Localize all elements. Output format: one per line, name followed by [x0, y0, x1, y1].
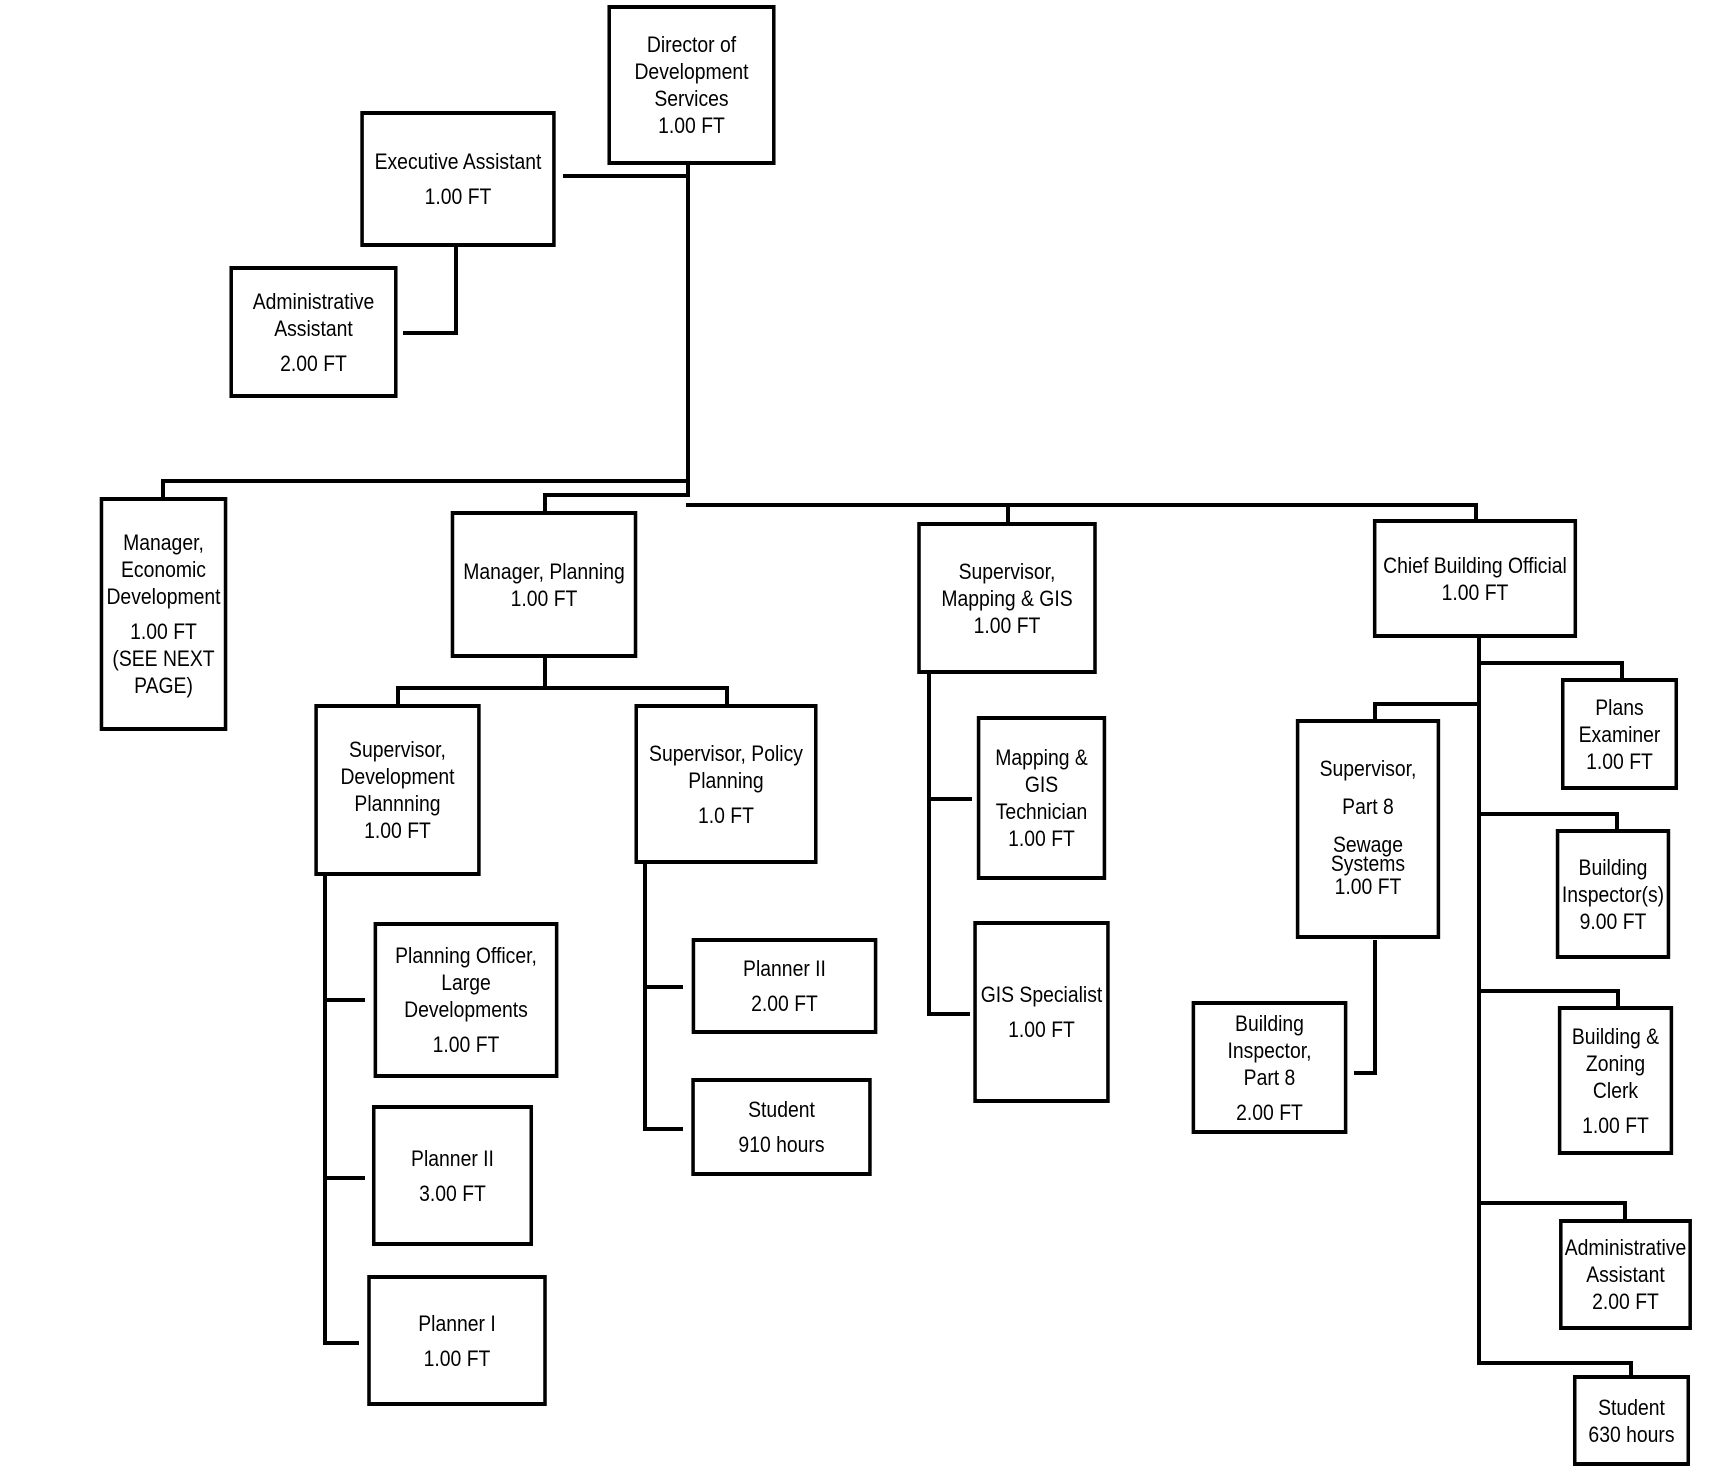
- box-title: Supervisor, Part 8 Sewage Systems: [1319, 755, 1417, 876]
- org-box-student-building: Student 630 hours: [1572, 1375, 1691, 1466]
- box-title: Building Inspector, Part 8: [1227, 1010, 1312, 1090]
- box-title: Supervisor, Mapping & GIS: [941, 558, 1073, 611]
- box-title: Student: [1598, 1394, 1665, 1420]
- box-fte: 1.00 FT: [1008, 826, 1075, 851]
- box-fte: 1.00 FT: [432, 1032, 500, 1057]
- box-title: Supervisor, Development Plannning: [340, 737, 455, 816]
- box-title: GIS Specialist: [980, 982, 1103, 1007]
- box-title: Chief Building Official: [1383, 552, 1567, 578]
- org-box-executive-assistant: Executive Assistant 1.00 FT: [360, 111, 556, 247]
- box-title: Manager, Planning: [463, 558, 625, 584]
- box-title: Planning Officer, Large Developments: [395, 943, 537, 1022]
- org-box-supervisor-policy-planning: Supervisor, Policy Planning 1.0 FT: [634, 704, 818, 864]
- box-fte: 630 hours: [1588, 1421, 1675, 1447]
- box-title: Student: [748, 1097, 815, 1122]
- box-title: Executive Assistant: [374, 149, 542, 174]
- connector-line: [1354, 940, 1377, 1075]
- org-box-supervisor-development-planning: Supervisor, Development Plannning 1.00 F…: [314, 704, 481, 876]
- box-title: Planner II: [411, 1145, 494, 1171]
- box-fte: 1.00 FT: [424, 184, 492, 209]
- org-box-administrative-assistant-building: Administrative Assistant 2.00 FT: [1559, 1219, 1692, 1330]
- org-box-planner-ii-policy: Planner II 2.00 FT: [691, 938, 878, 1034]
- box-fte: 1.00 FT: [130, 619, 197, 644]
- org-box-planning-officer: Planning Officer, Large Developments 1.0…: [373, 922, 559, 1078]
- box-fte: 1.00 FT: [1334, 873, 1402, 899]
- box-fte: 1.00 FT: [1441, 579, 1509, 605]
- connector-line: [686, 503, 1478, 521]
- box-note: (SEE NEXT PAGE): [112, 646, 215, 698]
- org-box-building-zoning-clerk: Building & Zoning Clerk 1.00 FT: [1557, 1006, 1674, 1155]
- connector-line: [1477, 989, 1620, 1012]
- box-title: Planner I: [418, 1310, 496, 1336]
- connector-line: [1477, 812, 1619, 834]
- box-fte: 1.0 FT: [698, 802, 754, 828]
- box-title: Building Inspector(s): [1561, 854, 1665, 907]
- box-fte: 3.00 FT: [419, 1180, 486, 1206]
- box-fte: 2.00 FT: [751, 991, 818, 1016]
- org-box-plans-examiner: Plans Examiner 1.00 FT: [1560, 678, 1679, 790]
- box-fte: 910 hours: [738, 1132, 825, 1157]
- box-fte: 1.00 FT: [973, 612, 1041, 638]
- box-fte: 2.00 FT: [1236, 1099, 1303, 1125]
- connector-line: [403, 242, 458, 335]
- connector-line: [1373, 702, 1481, 725]
- box-title: Mapping & GIS Technician: [995, 745, 1088, 824]
- org-box-manager-economic-development: Manager, Economic Development 1.00 FT (S…: [99, 497, 228, 731]
- org-box-supervisor-sewage-systems: Supervisor, Part 8 Sewage Systems 1.00 F…: [1295, 719, 1441, 939]
- org-box-student-policy: Student 910 hours: [691, 1078, 872, 1176]
- org-box-mapping-gis-technician: Mapping & GIS Technician 1.00 FT: [976, 716, 1107, 880]
- box-fte: 1.00 FT: [1008, 1017, 1075, 1042]
- box-fte: 1.00 FT: [658, 113, 725, 138]
- box-title: Director of Development Services: [634, 32, 749, 111]
- connector-line: [161, 479, 690, 499]
- box-title: Administrative Assistant: [252, 288, 375, 341]
- box-fte: 1.00 FT: [364, 818, 431, 843]
- box-fte: 9.00 FT: [1579, 908, 1647, 934]
- org-box-manager-planning: Manager, Planning 1.00 FT: [450, 511, 638, 658]
- box-title: Building & Zoning Clerk: [1571, 1023, 1660, 1103]
- box-fte: 2.00 FT: [280, 350, 347, 376]
- connector-line: [543, 493, 690, 515]
- box-title: Administrative Assistant: [1564, 1235, 1687, 1287]
- org-box-planner-ii-development: Planner II 3.00 FT: [371, 1105, 534, 1246]
- org-box-chief-building-official: Chief Building Official 1.00 FT: [1372, 519, 1578, 638]
- box-title: Manager, Economic Development: [106, 530, 221, 609]
- org-box-building-inspector-part-8: Building Inspector, Part 8 2.00 FT: [1191, 1001, 1348, 1134]
- box-fte: 2.00 FT: [1592, 1289, 1659, 1314]
- box-title: Supervisor, Policy Planning: [649, 740, 803, 793]
- org-box-director: Director of Development Services 1.00 FT: [607, 5, 776, 165]
- box-fte: 1.00 FT: [1586, 748, 1653, 774]
- org-box-gis-specialist: GIS Specialist 1.00 FT: [973, 921, 1110, 1103]
- connector-line: [1477, 1201, 1627, 1224]
- org-box-supervisor-mapping-gis: Supervisor, Mapping & GIS 1.00 FT: [917, 522, 1097, 674]
- box-fte: 1.00 FT: [423, 1345, 491, 1371]
- org-box-planner-i: Planner I 1.00 FT: [367, 1275, 547, 1406]
- box-title: Planner II: [743, 956, 826, 981]
- connector-line: [1477, 661, 1624, 682]
- box-fte: 1.00 FT: [510, 585, 578, 611]
- box-fte: 1.00 FT: [1582, 1112, 1649, 1138]
- org-box-building-inspectors: Building Inspector(s) 9.00 FT: [1555, 829, 1671, 959]
- box-title: Plans Examiner: [1578, 694, 1661, 747]
- org-box-administrative-assistant: Administrative Assistant 2.00 FT: [229, 266, 398, 398]
- connector-line: [1477, 1361, 1633, 1381]
